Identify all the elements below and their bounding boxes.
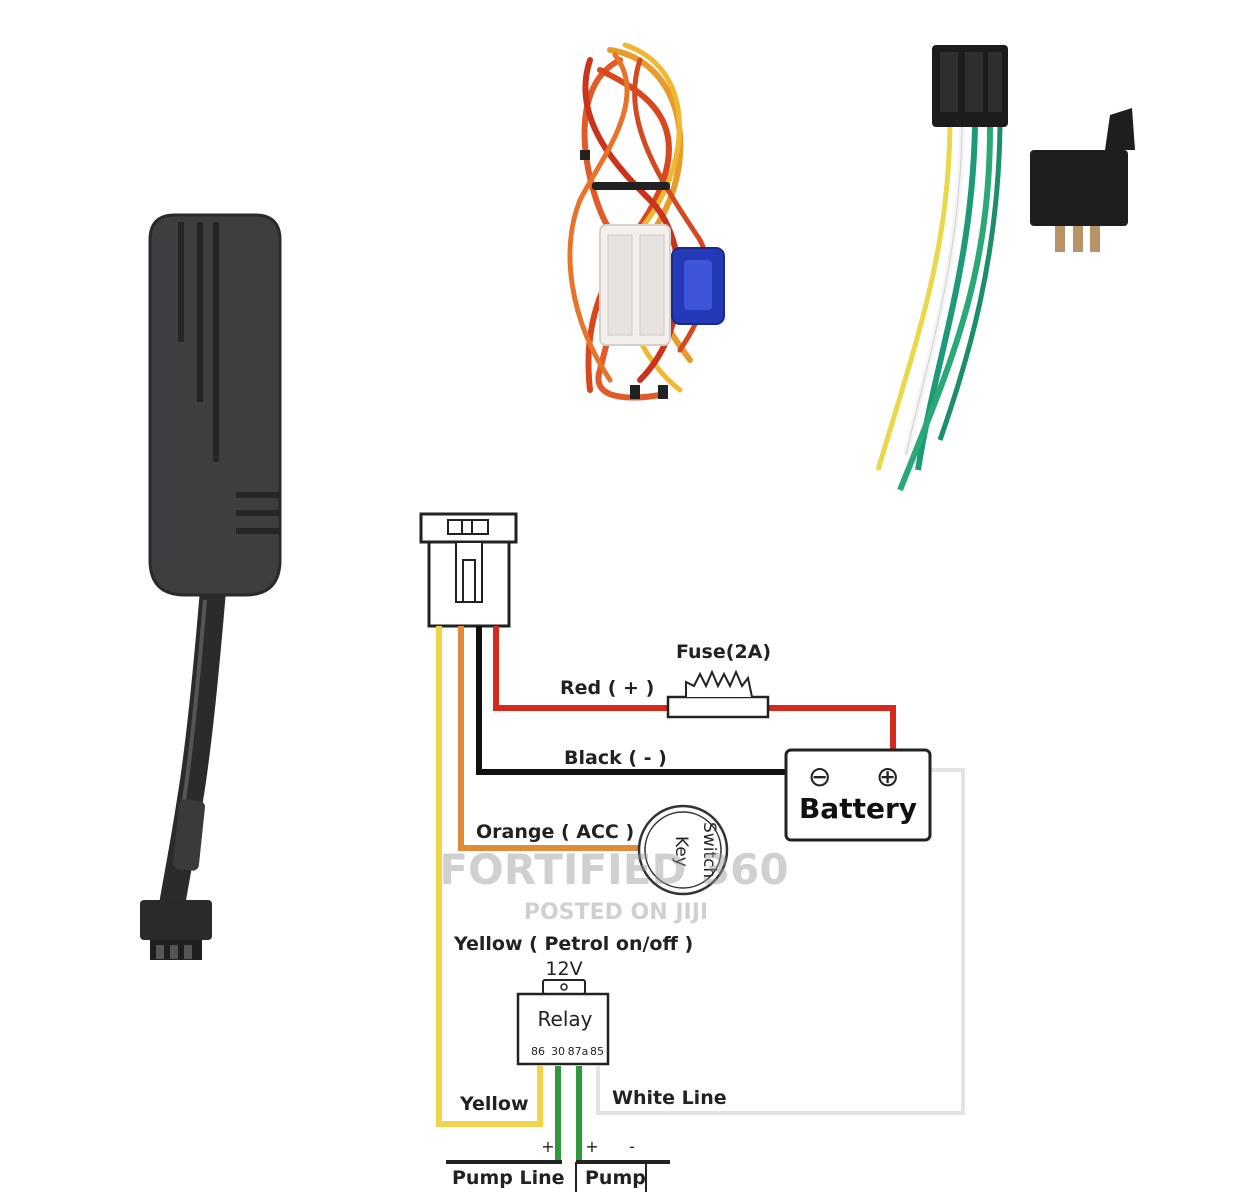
- minus: -: [629, 1137, 635, 1156]
- voltage-label: 12V: [545, 958, 582, 980]
- tracker-connector: [419, 512, 518, 628]
- orange-wire: [458, 626, 650, 851]
- pump-line-label: Pump Line: [452, 1167, 565, 1189]
- gps-tracker-device: [140, 213, 282, 960]
- watermark-line-1: FORTIFIED 360: [439, 845, 788, 894]
- pin-86-label: 86: [531, 1045, 545, 1058]
- battery-positive-icon: ⊕: [876, 760, 899, 793]
- wiring-diagram: ⊖ ⊕ Battery Switch Key Relay 86 30 87a 8…: [419, 512, 965, 1192]
- wire-harness: [567, 42, 725, 401]
- white-line-label: White Line: [612, 1087, 727, 1109]
- pin-85-label: 85: [590, 1045, 604, 1058]
- relay-with-socket: [875, 45, 1135, 492]
- black-wire: [476, 626, 786, 775]
- orange-wire-label: Orange ( ACC ): [476, 821, 634, 843]
- fuse-label: Fuse(2A): [676, 641, 771, 663]
- pin-87a-label: 87a: [568, 1045, 589, 1058]
- key-switch: Switch Key: [637, 804, 729, 896]
- pin-30-label: 30: [551, 1045, 565, 1058]
- white-wire: [596, 768, 965, 1115]
- plus-right: +: [585, 1137, 598, 1156]
- relay: Relay 86 30 87a 85 12V: [516, 958, 610, 1066]
- red-wire: [493, 626, 896, 750]
- yellow-wire-label: Yellow: [459, 1093, 529, 1115]
- switch-label: Switch: [699, 822, 719, 878]
- battery-label: Battery: [799, 792, 917, 825]
- watermark-line-2: POSTED ON JIJI: [524, 900, 708, 925]
- key-label: Key: [671, 836, 691, 867]
- yellow-petrol-label: Yellow ( Petrol on/off ): [453, 933, 693, 955]
- black-wire-label: Black ( - ): [564, 747, 667, 769]
- battery: ⊖ ⊕ Battery: [784, 748, 932, 842]
- plus-left: +: [541, 1137, 554, 1156]
- pump-lines: + + - Pump Line Pump: [446, 1137, 670, 1192]
- watermark: FORTIFIED 360 POSTED ON JIJI: [439, 845, 788, 925]
- yellow-wire: [436, 626, 543, 1127]
- relay-label: Relay: [538, 1007, 593, 1031]
- red-wire-label: Red ( + ): [560, 677, 654, 699]
- battery-negative-icon: ⊖: [808, 760, 831, 793]
- fuse-2a: [666, 669, 770, 719]
- pump-label: Pump: [585, 1167, 646, 1189]
